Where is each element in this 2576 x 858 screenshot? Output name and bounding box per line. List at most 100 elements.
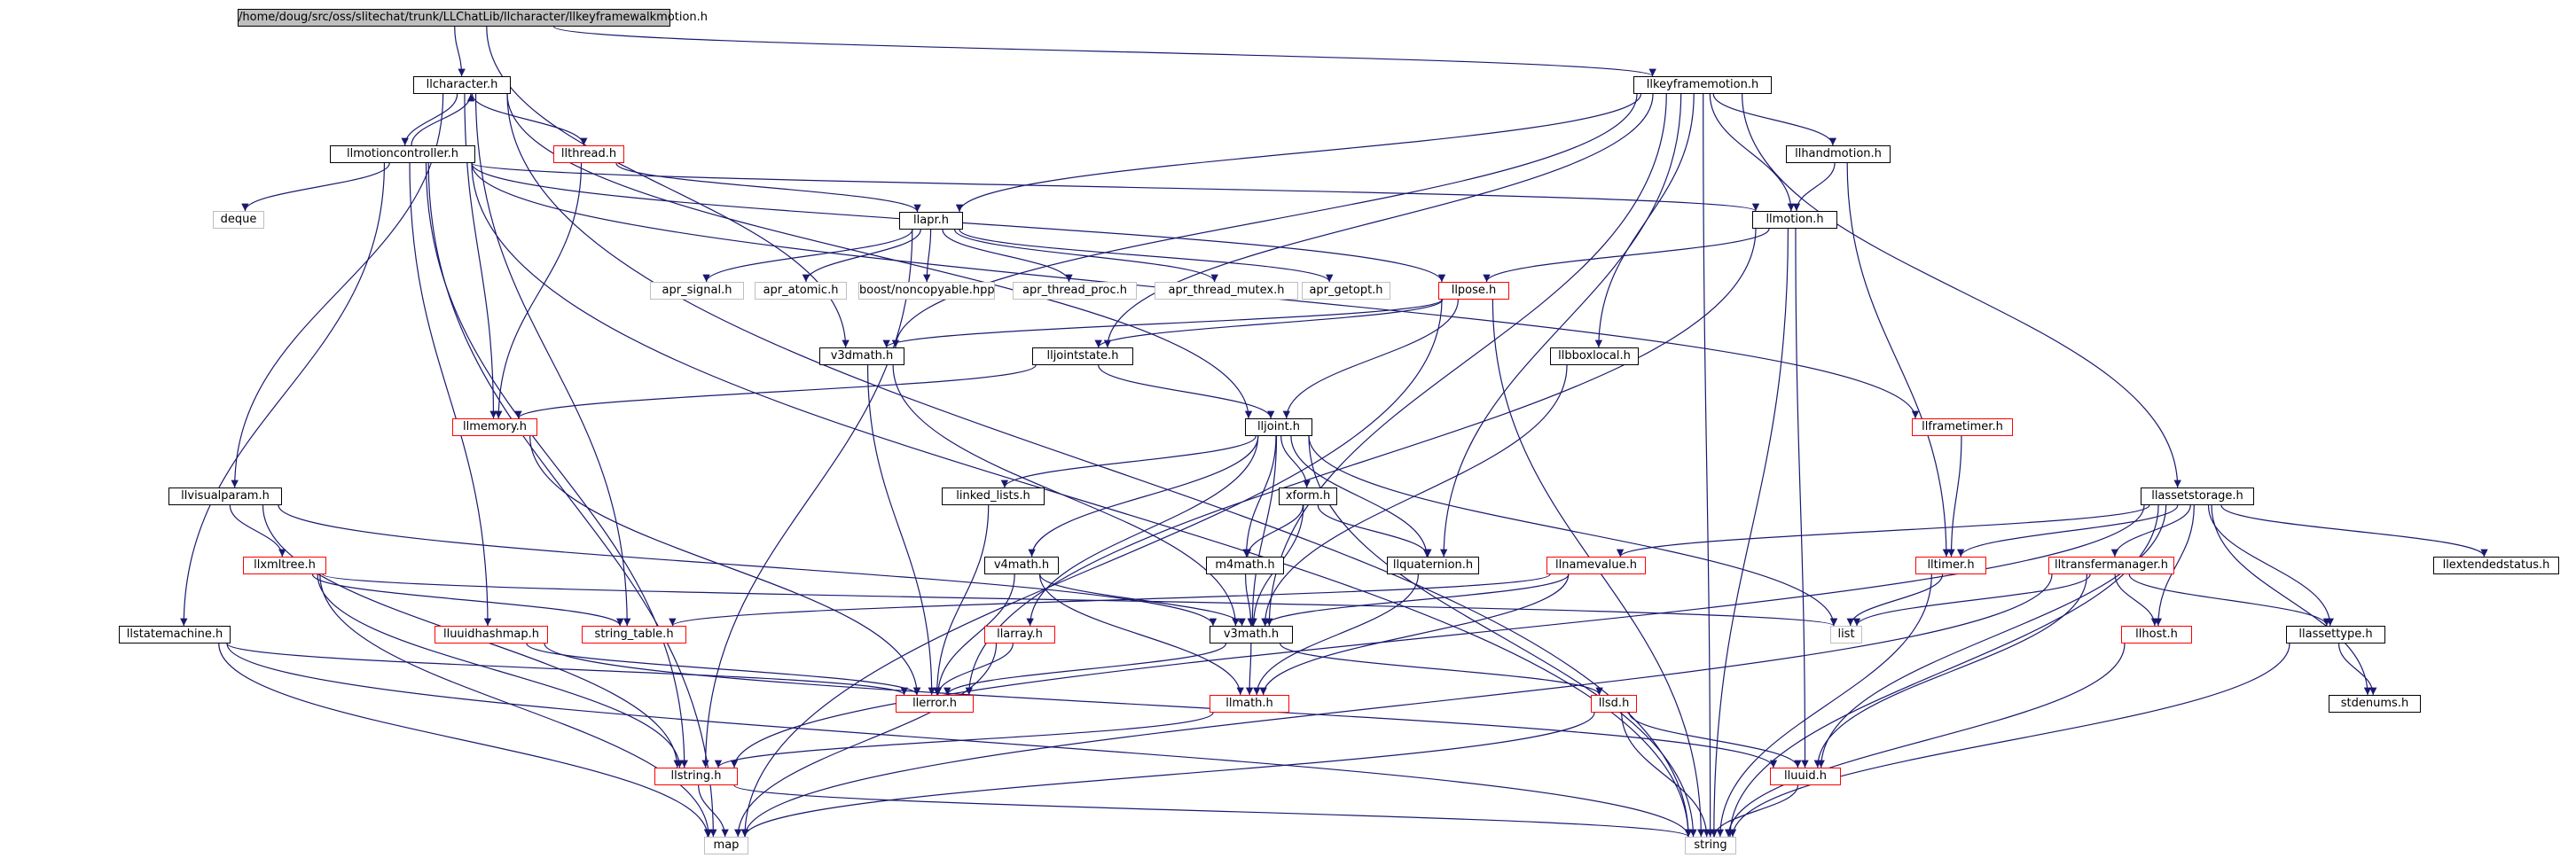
edge-llassetstorage-to-string bbox=[1726, 504, 2159, 838]
edge-llkeyframemotion-to-lljointstate bbox=[1103, 93, 1654, 348]
edge-llmotioncontroller-to-llmotion bbox=[471, 162, 1759, 212]
node-llnamevalue[interactable]: llnamevalue.h bbox=[1546, 557, 1646, 574]
node-lluuid[interactable]: lluuid.h bbox=[1770, 768, 1841, 785]
edge-llsd-to-string bbox=[1621, 712, 1711, 838]
edge-llxmltree-to-llstring bbox=[317, 573, 684, 768]
node-llquaternion[interactable]: llquaternion.h bbox=[1387, 557, 1479, 574]
node-apr-atomic: apr_atomic.h bbox=[755, 282, 847, 300]
edge-llstring-to-map bbox=[698, 784, 729, 838]
node-llmotioncontroller[interactable]: llmotioncontroller.h bbox=[330, 145, 475, 163]
edge-llxmltree-to-string-table bbox=[311, 573, 624, 627]
edge-llassetstorage-to-lluuid bbox=[1817, 504, 2167, 768]
edge-llhost-to-string bbox=[1724, 643, 2126, 838]
node-llvisualparam[interactable]: llvisualparam.h bbox=[168, 488, 282, 505]
edge-lljoint-to-xform bbox=[1280, 435, 1311, 488]
node-llthread[interactable]: llthread.h bbox=[553, 145, 624, 163]
node-llkeyframemotion[interactable]: llkeyframemotion.h bbox=[1633, 76, 1772, 94]
node-linked-lists[interactable]: linked_lists.h bbox=[942, 488, 1045, 505]
edge-llkeyframemotion-to-v3dmath bbox=[891, 93, 1638, 348]
edge-llmotion-to-llerror bbox=[965, 228, 1757, 696]
edge-llassetstorage-to-stdenums bbox=[2211, 504, 2372, 696]
node-llarray[interactable]: llarray.h bbox=[984, 626, 1055, 644]
edge-llmemory-to-llerror bbox=[529, 435, 921, 696]
node-llframetimer[interactable]: llframetimer.h bbox=[1912, 418, 2013, 436]
node-llstring[interactable]: llstring.h bbox=[654, 768, 738, 785]
edge-llvisualparam-to-v3math bbox=[278, 504, 1218, 627]
node-llmotion[interactable]: llmotion.h bbox=[1752, 211, 1837, 229]
edge-lljoint-to-v3math bbox=[1249, 435, 1278, 627]
edge-llkeyframemotion-to-llquaternion bbox=[1439, 93, 1682, 558]
node-llpose[interactable]: llpose.h bbox=[1438, 282, 1509, 300]
node-llmemory[interactable]: llmemory.h bbox=[452, 418, 537, 436]
edge-llnamevalue-to-v3math bbox=[1261, 573, 1570, 627]
node-apr-thread-proc: apr_thread_proc.h bbox=[1013, 282, 1137, 300]
node-llstatemachine[interactable]: llstatemachine.h bbox=[119, 626, 231, 644]
node-apr-signal: apr_signal.h bbox=[650, 282, 744, 300]
edge-llapr-to-llstring bbox=[701, 229, 913, 768]
edge-lljointstate-to-lljoint bbox=[1098, 364, 1275, 419]
edge-llhandmotion-to-lltimer bbox=[1846, 162, 1951, 558]
edge-root-to-llkeyframemotion bbox=[553, 26, 1656, 77]
node-stdenums[interactable]: stdenums.h bbox=[2329, 695, 2421, 713]
node-v4math[interactable]: v4math.h bbox=[984, 557, 1059, 574]
node-llapr[interactable]: llapr.h bbox=[899, 212, 963, 230]
node-llmath[interactable]: llmath.h bbox=[1210, 695, 1289, 713]
edge-llapr-to-apr-getopt bbox=[959, 229, 1334, 283]
edge-llassetstorage-to-llnamevalue bbox=[1617, 504, 2150, 558]
edge-llstatemachine-to-llerror bbox=[226, 643, 908, 696]
edge-llkeyframemotion-to-llassetstorage bbox=[1742, 93, 2181, 488]
node-llerror[interactable]: llerror.h bbox=[896, 695, 974, 713]
edge-xform-to-m4math bbox=[1243, 504, 1304, 558]
node-lltimer[interactable]: lltimer.h bbox=[1915, 557, 1986, 574]
edge-llarray-to-llerror bbox=[934, 643, 1014, 696]
node-v3math[interactable]: v3math.h bbox=[1210, 626, 1293, 644]
edge-llsd-to-lluuid bbox=[1628, 712, 1802, 768]
edge-lljointstate-to-llmemory bbox=[514, 364, 1037, 419]
edge-lltransfermanager-to-llhost bbox=[2114, 573, 2159, 627]
edge-lluuidhashmap-to-llerror bbox=[526, 643, 921, 696]
edge-llapr-to-apr-thread-proc bbox=[942, 229, 1073, 283]
node-llhandmotion[interactable]: llhandmotion.h bbox=[1786, 145, 1891, 163]
edge-llkeyframemotion-to-llmotion bbox=[1709, 93, 1796, 212]
edge-v3dmath-to-llerror bbox=[866, 364, 936, 696]
edge-llapr-to-apr-thread-mutex bbox=[954, 229, 1218, 283]
edge-xform-to-llquaternion bbox=[1317, 504, 1432, 558]
edge-llthread-to-llmemory bbox=[495, 162, 583, 419]
node-lljointstate[interactable]: lljointstate.h bbox=[1032, 347, 1133, 365]
node-llcharacter[interactable]: llcharacter.h bbox=[413, 76, 511, 94]
edge-lljoint-to-string bbox=[1308, 435, 1697, 838]
node-xform[interactable]: xform.h bbox=[1279, 488, 1337, 505]
node-string-table[interactable]: string_table.h bbox=[582, 626, 686, 644]
node-llxmltree[interactable]: llxmltree.h bbox=[243, 557, 326, 574]
node-v3dmath[interactable]: v3dmath.h bbox=[819, 347, 904, 365]
edge-llframetimer-to-lltimer bbox=[1947, 435, 1962, 558]
node-llbboxlocal[interactable]: llbboxlocal.h bbox=[1550, 347, 1639, 365]
edge-llxmltree-to-map bbox=[319, 573, 713, 838]
node-llextendedstatus[interactable]: llextendedstatus.h bbox=[2433, 557, 2559, 574]
node-llhost[interactable]: llhost.h bbox=[2121, 626, 2192, 644]
node-llassettype[interactable]: llassettype.h bbox=[2286, 626, 2385, 644]
node-llsd[interactable]: llsd.h bbox=[1591, 695, 1637, 713]
edge-lltransfermanager-to-list bbox=[1852, 573, 2091, 627]
edge-llcharacter-to-string-table bbox=[474, 93, 631, 627]
edge-llmotioncontroller-to-llstatemachine bbox=[180, 162, 386, 627]
node-llassetstorage[interactable]: llassetstorage.h bbox=[2141, 488, 2254, 505]
node-lltransfermanager[interactable]: lltransfermanager.h bbox=[2048, 557, 2174, 574]
edge-llkeyframemotion-to-llapr bbox=[955, 93, 1641, 213]
node-lljoint[interactable]: lljoint.h bbox=[1245, 418, 1312, 436]
node-m4math[interactable]: m4math.h bbox=[1206, 557, 1284, 574]
node-lluuidhashmap[interactable]: lluuidhashmap.h bbox=[435, 626, 548, 644]
edge-llquaternion-to-llmath bbox=[1253, 573, 1420, 696]
edge-llmotioncontroller-to-map bbox=[427, 162, 717, 838]
edge-llpose-to-map bbox=[740, 299, 1443, 838]
node-apr-getopt: apr_getopt.h bbox=[1302, 282, 1390, 300]
edge-v4math-to-llerror bbox=[934, 573, 1015, 696]
edge-llkeyframemotion-to-string bbox=[1703, 93, 1714, 838]
node-list: list bbox=[1830, 626, 1862, 644]
edge-llkeyframemotion-to-llhandmotion bbox=[1712, 93, 1837, 146]
edge-llbboxlocal-to-v3math bbox=[1261, 364, 1568, 627]
edge-llvisualparam-to-llxmltree bbox=[229, 504, 286, 558]
edge-v3math-to-llmath bbox=[1245, 643, 1254, 696]
edge-llcharacter-to-llmemory bbox=[464, 93, 497, 419]
edge-llpose-to-v3dmath bbox=[882, 299, 1443, 348]
